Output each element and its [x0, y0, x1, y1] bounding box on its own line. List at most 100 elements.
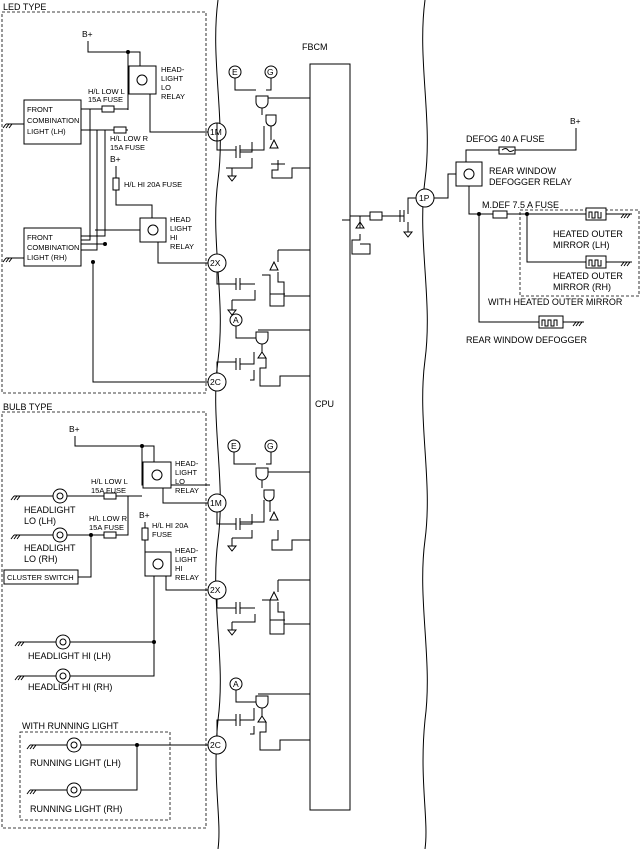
heated-mirror-section-label: WITH HEATED OUTER MIRROR: [488, 297, 623, 307]
fbcm-label: FBCM: [302, 42, 328, 52]
led-hi-relay-l4: RELAY: [170, 242, 194, 251]
input-g-bulb-label: G: [267, 441, 274, 451]
led-light-bus: [81, 108, 208, 383]
defog-fuse-label: DEFOG 40 A FUSE: [466, 134, 545, 144]
led-fuse-low-r-l2: 15A FUSE: [110, 143, 145, 152]
headlight-lo-lh-ground: [10, 495, 53, 501]
rear-window-defogger-relay-box: [455, 161, 483, 187]
bulb-filament: [70, 741, 78, 749]
bulb-filament: [70, 786, 78, 794]
front-rh-l2: COMBINATION: [27, 243, 79, 252]
led-lo-relay-l3: LO: [161, 83, 171, 92]
led-lo-relay-box: [128, 65, 157, 95]
junction-dot: [152, 640, 156, 644]
bulb-fuse-hi-l1: H/L HI 20A: [152, 521, 188, 530]
led-hi-relay-box: [139, 217, 167, 243]
headlight-lo-rh-l2: LO (RH): [24, 554, 58, 564]
led-hi-relay-l3: HI: [170, 233, 178, 242]
heater-glyph: [588, 211, 602, 219]
bulb-bplus-wire: [74, 436, 155, 462]
bulb-filament: [56, 492, 64, 500]
defog-fuse: [498, 146, 516, 155]
led-hi-bplus-label: B+: [110, 154, 121, 164]
bulb-type-label: BULB TYPE: [3, 402, 52, 412]
running-light-rh-label: RUNNING LIGHT (RH): [30, 804, 122, 814]
bulb-lo-relay-out: [141, 446, 210, 486]
input-a-bulb-label: A: [233, 679, 239, 689]
running-light-wire: [81, 744, 208, 791]
bulb-fuse-low-r-wire: [67, 496, 129, 536]
defog-bplus-label: B+: [570, 116, 581, 126]
bulb-fuse-low-r: [103, 531, 117, 539]
pin-2x-led-label: 2X: [210, 258, 221, 268]
headlight-hi-lh-label: HEADLIGHT HI (LH): [28, 651, 111, 661]
fbcm-outline-right: [422, 0, 428, 849]
bulb-filament: [59, 638, 67, 646]
headlight-hi-rh-label: HEADLIGHT HI (RH): [28, 682, 112, 692]
led-lo-relay-l4: RELAY: [161, 92, 185, 101]
bulb-hi-relay-l1: HEAD-: [175, 546, 199, 555]
bulb-fuse-low-r-l1: H/L LOW R: [89, 514, 128, 523]
defog-relay-output: [468, 186, 586, 323]
cpu-box: [309, 63, 351, 811]
input-a-led-label: A: [233, 315, 239, 325]
cluster-switch-box: [3, 569, 79, 585]
bulb-lo-relay-l3: LO: [175, 477, 185, 486]
bulb-hi-relay-l3: HI: [175, 564, 183, 573]
led-type-label: LED TYPE: [3, 2, 46, 12]
headlight-lo-lh-l2: LO (LH): [24, 516, 56, 526]
pin-1m-bulb-label: 1M: [210, 498, 222, 508]
cluster-switch-wire: [78, 535, 92, 578]
bulb-logic-2x: [216, 579, 310, 636]
led-fuse-hi-label: H/L HI 20A FUSE: [124, 180, 182, 189]
junction-dot: [135, 743, 139, 747]
led-logic-2c: [216, 326, 310, 387]
bulb-fuse-low-r-l2: 15A FUSE: [89, 523, 124, 532]
led-logic-1m: [216, 78, 310, 182]
bulb-lo-relay-coil-wire: [162, 488, 208, 504]
led-lo-relay-l1: HEAD-: [161, 65, 185, 74]
mdef-fuse-label: M.DEF 7.5 A FUSE: [482, 200, 559, 210]
heated-mirror-frame: [519, 209, 640, 297]
input-g-led-label: G: [267, 67, 274, 77]
mirror-lh-ground: [606, 213, 632, 219]
led-ground-lh: [2, 123, 24, 129]
led-fuse-low-r-l1: H/L LOW R: [110, 134, 149, 143]
running-light-lh-ground: [26, 744, 67, 750]
input-e-bulb-label: E: [231, 441, 237, 451]
running-light-frame: [19, 731, 171, 821]
junction-dot: [103, 242, 107, 246]
led-hi-relay-l2: LIGHT: [170, 224, 193, 233]
bulb-bplus-label: B+: [69, 424, 80, 434]
led-bplus-label: B+: [82, 29, 93, 39]
junction-dot: [477, 212, 481, 216]
running-light-lh-bulb: [66, 737, 82, 753]
headlight-lo-rh-l1: HEADLIGHT: [24, 543, 76, 553]
rear-defogger-ground: [563, 321, 584, 327]
led-hi-relay-coil: [147, 224, 159, 236]
bulb-logic-2c: [216, 690, 310, 751]
led-fuse-low-l-l2: 15A FUSE: [88, 95, 123, 104]
bulb-lo-relay-l1: HEAD-: [175, 459, 199, 468]
headlight-lo-lh-bulb: [52, 488, 68, 504]
front-lh-l3: LIGHT (LH): [27, 127, 66, 136]
bulb-fuse-hi-l2: FUSE: [152, 530, 172, 539]
mdef-fuse: [492, 210, 508, 219]
mirror-rh-ground: [606, 261, 632, 267]
pin-2c-bulb-label: 2C: [210, 740, 221, 750]
led-hi-relay-l1: HEAD: [170, 215, 191, 224]
led-fuse-hi-wire: [115, 190, 153, 218]
headlight-hi-lh-ground: [14, 641, 56, 647]
bulb-lo-relay-l4: RELAY: [175, 486, 199, 495]
mirror-rh-l1: HEATED OUTER: [553, 271, 623, 281]
led-lo-relay-coil-wire: [149, 94, 208, 133]
front-combination-light-rh: [23, 227, 82, 267]
bulb-filament: [56, 531, 64, 539]
bulb-hi-bplus-label: B+: [139, 510, 150, 520]
running-light-rh-ground: [26, 789, 67, 795]
pin-1m-led-label: 1M: [210, 127, 222, 137]
headlight-lo-rh-ground: [10, 534, 53, 540]
headlight-hi-rh-bulb: [55, 668, 71, 684]
running-light-lh-label: RUNNING LIGHT (LH): [30, 758, 121, 768]
